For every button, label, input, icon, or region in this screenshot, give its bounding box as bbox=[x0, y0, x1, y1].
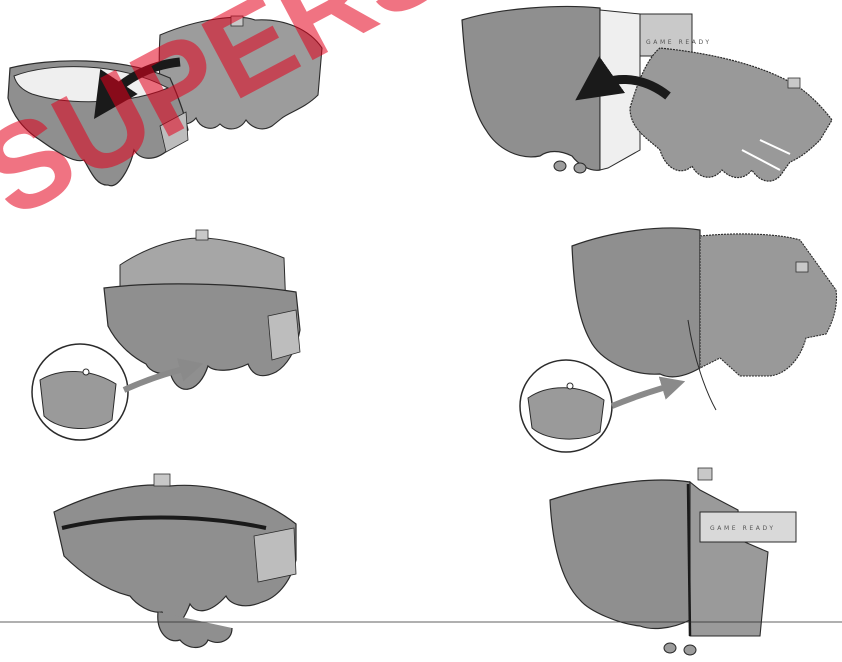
step2-brand-label: GAME READY bbox=[646, 39, 712, 46]
step5-side-strip bbox=[254, 528, 296, 582]
step6-brand-label: GAME READY bbox=[710, 525, 776, 532]
step2-wrap-body bbox=[462, 7, 600, 171]
step4-inset-fabric bbox=[528, 388, 604, 439]
step3-connector bbox=[196, 230, 208, 240]
step2-connector bbox=[788, 78, 800, 88]
step3-side-strip bbox=[268, 310, 300, 360]
step-5 bbox=[54, 474, 296, 648]
step6-wrap-body bbox=[550, 480, 690, 628]
step6-tab-2 bbox=[684, 645, 696, 655]
step6-connector bbox=[698, 468, 712, 480]
step2-hand-liner bbox=[630, 48, 832, 181]
step5-connector bbox=[154, 474, 170, 486]
step5-bottom-toes bbox=[158, 612, 232, 648]
step3-inset-fabric bbox=[40, 371, 116, 428]
step-3 bbox=[32, 230, 300, 440]
step4-liner bbox=[700, 234, 837, 376]
step4-gray-arrow bbox=[612, 384, 676, 406]
step4-wrap-body bbox=[572, 228, 700, 377]
step3-inset-snap bbox=[83, 369, 89, 375]
step-4 bbox=[520, 228, 837, 452]
step2-tab-1 bbox=[554, 161, 566, 171]
step2-liner-fold bbox=[600, 10, 640, 170]
step2-tab-2 bbox=[574, 163, 586, 173]
step6-tab-1 bbox=[664, 643, 676, 653]
step4-inset-snap bbox=[567, 383, 573, 389]
step-2: GAME READY bbox=[462, 7, 832, 182]
step-6: GAME READY bbox=[550, 468, 796, 655]
step4-connector bbox=[796, 262, 808, 272]
step6-folded-panel bbox=[690, 482, 768, 636]
